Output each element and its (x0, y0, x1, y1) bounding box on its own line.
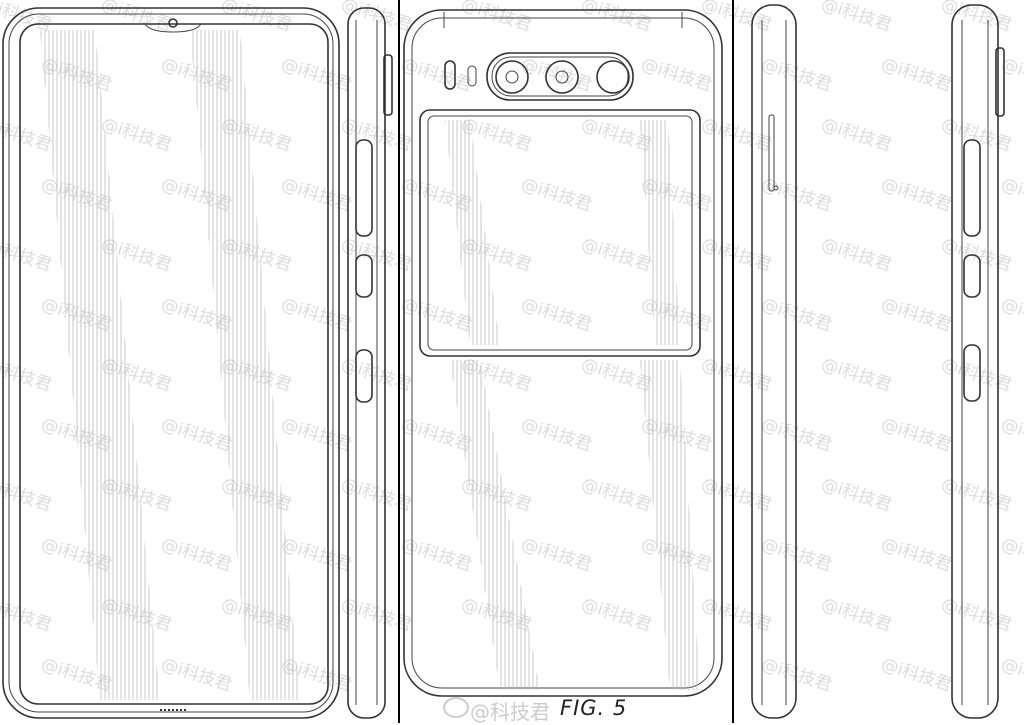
rear-screen (419, 109, 701, 357)
power-button (963, 344, 981, 402)
camera-lens-icon (545, 60, 579, 94)
side-view-left (751, 4, 797, 719)
front-view-phone (2, 7, 340, 719)
sim-slot (768, 114, 775, 192)
camera-lens-icon (495, 60, 529, 94)
volume-button (963, 139, 981, 237)
power-button (355, 349, 373, 403)
credit-watermark: @科技君 (470, 700, 550, 724)
volume-button (355, 139, 373, 237)
camera-module (486, 52, 634, 101)
camera-bump (995, 47, 1005, 117)
camera-lens-icon (596, 60, 630, 94)
side-button (355, 254, 373, 298)
screen-reflection (190, 30, 300, 700)
flash-icon (444, 60, 456, 90)
front-camera-icon (168, 18, 178, 28)
sensor-icon (467, 65, 477, 87)
side-view-right-alt (951, 4, 1005, 719)
back-view-phone (403, 9, 723, 697)
side-view-right (347, 7, 393, 719)
figure-label: FIG. 5 (560, 696, 628, 720)
side-button (963, 254, 981, 298)
weibo-logo-icon (443, 697, 469, 718)
screen-reflection (40, 30, 160, 700)
camera-bump (383, 54, 393, 116)
